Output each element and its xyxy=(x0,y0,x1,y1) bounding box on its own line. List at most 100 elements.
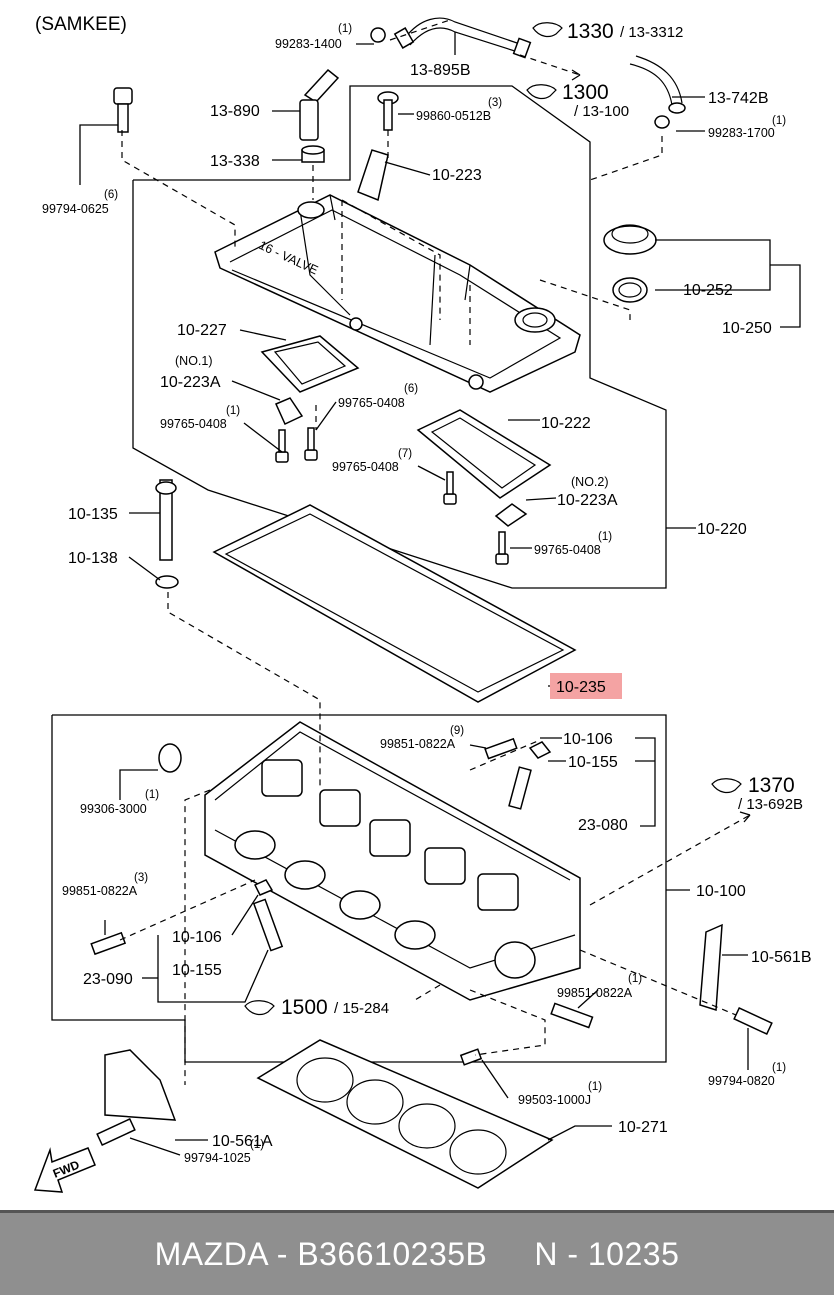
qty-label: (1) xyxy=(598,531,612,543)
assembly-dash-lines xyxy=(119,19,751,1085)
qty-label: (1) xyxy=(226,405,240,417)
washer-10-138 xyxy=(155,575,179,589)
part-label: 10-223A xyxy=(557,492,618,509)
ref-main: 1330 xyxy=(567,20,614,43)
ref-main: 1500 xyxy=(281,996,328,1019)
bolt-99794-0625 xyxy=(113,87,133,105)
part-label: 99765-0408 xyxy=(534,543,601,557)
ref-main: 1300 xyxy=(562,81,609,104)
part-label: 99794-1025 xyxy=(184,1151,251,1165)
stud-99851-0822a-a xyxy=(484,737,518,760)
part-label: 99851-0822A xyxy=(557,986,633,1000)
ref-main: 1370 xyxy=(748,774,795,797)
part-label: 99794-0625 xyxy=(42,202,109,216)
leader-lines xyxy=(79,32,801,1156)
qty-label: (3) xyxy=(488,97,502,109)
part-number-caption: MAZDA - B36610235B N - 10235 xyxy=(154,1235,680,1272)
oil-filler-neck xyxy=(514,307,556,333)
part-label: 99851-0822A xyxy=(380,737,456,751)
part-label: 10-561A xyxy=(212,1133,273,1150)
part-label: 99794-0820 xyxy=(708,1074,775,1088)
qty-label: (1) xyxy=(628,973,642,985)
part-label: 99860-0512B xyxy=(416,109,491,123)
ref-sub: / 13-100 xyxy=(574,103,629,120)
head-gasket-10-271 xyxy=(256,1039,554,1189)
qty-label: (1) xyxy=(145,789,159,801)
hook-10-561a xyxy=(104,1049,177,1121)
bracket-10-223a-no2 xyxy=(494,503,528,527)
bracket-10-223 xyxy=(357,149,389,202)
oil-filler-cap xyxy=(603,225,657,255)
qty-label: (1) xyxy=(250,1139,264,1151)
part-label: 10-227 xyxy=(177,322,227,339)
pcv-valve-13-890 xyxy=(303,68,340,103)
part-label: 10-155 xyxy=(172,962,222,979)
part-label: 10-223 xyxy=(432,167,482,184)
stud-99851-0822a-c xyxy=(550,1002,594,1029)
part-label: 13-338 xyxy=(210,153,260,170)
valve-seal-10-106-b xyxy=(253,879,274,896)
part-label: 10-106 xyxy=(563,731,613,748)
qty-label: (1) xyxy=(772,1062,786,1074)
qty-label: (9) xyxy=(450,725,464,737)
head-cover xyxy=(214,194,581,393)
part-label: 23-080 xyxy=(578,817,628,834)
qty-label: (NO.2) xyxy=(571,475,609,489)
parts-diagram: 16 - VALVE xyxy=(33,14,812,1193)
qty-label: (1) xyxy=(588,1081,602,1093)
part-label: 10-135 xyxy=(68,506,118,523)
part-label: 10-223A xyxy=(160,374,221,391)
maker-note: (SAMKEE) xyxy=(35,14,127,35)
fwd-arrow xyxy=(33,1147,96,1193)
hook-10-561b xyxy=(699,923,723,1011)
qty-label: (1) xyxy=(772,115,786,127)
part-label: 99283-1700 xyxy=(708,126,775,140)
ref-sub: / 15-284 xyxy=(334,1000,389,1017)
stud-10-135 xyxy=(159,479,173,561)
qty-label: (6) xyxy=(404,383,418,395)
part-label: 99851-0822A xyxy=(62,884,138,898)
part-label: 10-271 xyxy=(618,1119,668,1136)
part-label: 10-138 xyxy=(68,550,118,567)
qty-label: (6) xyxy=(104,189,118,201)
qty-label: (NO.1) xyxy=(175,354,213,368)
qty-label: (1) xyxy=(338,23,352,35)
hose-13-895b xyxy=(404,17,521,53)
part-label: 10-252 xyxy=(683,282,733,299)
valve-guide-10-155-b xyxy=(252,898,284,952)
cap-gasket-10-252 xyxy=(612,277,648,303)
part-label: 99765-0408 xyxy=(160,417,227,431)
stud-99851-0822a-b xyxy=(90,931,127,956)
bracket-10-223a-no1 xyxy=(275,397,304,426)
cover-group-frame xyxy=(132,85,667,589)
highlight-box xyxy=(550,673,622,699)
part-label: 99306-3000 xyxy=(80,802,147,816)
part-label: 10-106 xyxy=(172,929,222,946)
qty-label: (7) xyxy=(398,448,412,460)
valve-guide-10-155-a xyxy=(508,766,532,810)
part-label: 99503-1000J xyxy=(518,1093,591,1107)
clamp-99283-1400 xyxy=(370,27,386,43)
bolt-99794-1025 xyxy=(96,1117,136,1147)
gasket-bores xyxy=(296,1057,507,1175)
valve-spring-seats xyxy=(261,759,519,911)
plug-99306-3000 xyxy=(158,743,182,773)
plug-99503-1000j xyxy=(459,1048,483,1066)
part-label: 10-250 xyxy=(722,320,772,337)
baffle-10-222 xyxy=(416,409,552,499)
part-label: 13-895B xyxy=(410,62,471,79)
part-label: 13-742B xyxy=(708,90,769,107)
valve-seal-10-106-a xyxy=(528,741,552,759)
part-label: 23-090 xyxy=(83,971,133,988)
intake-ports xyxy=(234,830,536,979)
footer-bar: MAZDA - B36610235B N - 10235 xyxy=(0,1210,834,1295)
clamp-99283-1700 xyxy=(654,115,670,129)
part-label: 10-561B xyxy=(751,949,812,966)
ref-sub: / 13-692B xyxy=(738,796,803,813)
qty-label: (3) xyxy=(134,872,148,884)
head-cover-gasket-10-235 xyxy=(212,504,577,703)
ref-sub: / 13-3312 xyxy=(620,24,683,41)
part-label: 10-220 xyxy=(697,521,747,538)
bolt-99794-0820 xyxy=(733,1006,773,1036)
part-label: 13-890 xyxy=(210,103,260,120)
